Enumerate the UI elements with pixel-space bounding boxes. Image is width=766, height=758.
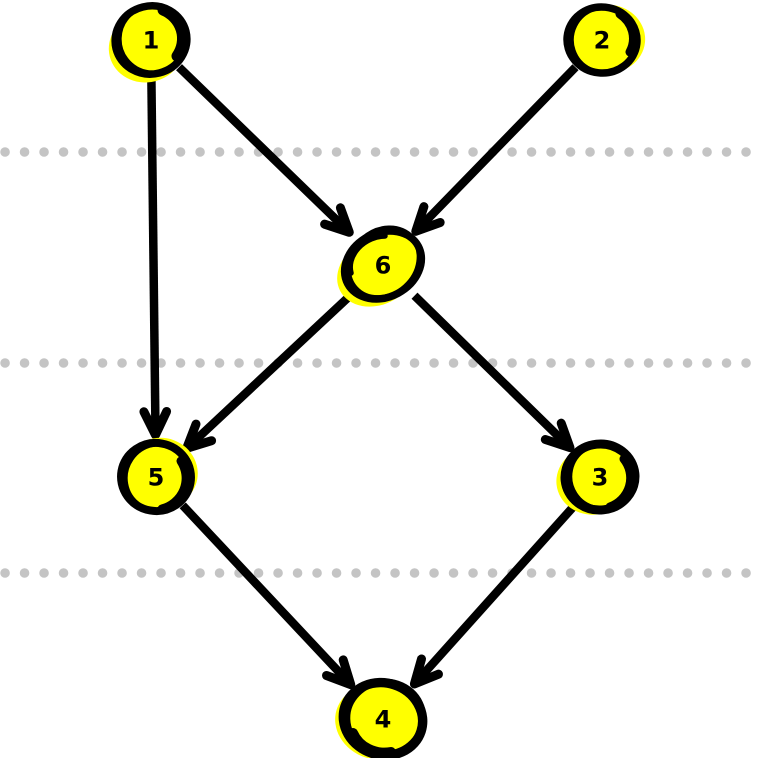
- arrowhead-1-5: [139, 407, 172, 440]
- edge-line-6-5: [185, 291, 354, 450]
- arrowhead-6-3: [540, 418, 575, 453]
- node-2-label: 2: [594, 27, 611, 55]
- edge-line-3-4: [413, 503, 578, 685]
- edge-line-6-3: [411, 292, 571, 449]
- node-2-sketch-stroke: [615, 9, 638, 57]
- edge-2-6: [411, 64, 579, 236]
- node-3-sketch-stroke: [605, 454, 636, 512]
- node-4-label: 4: [375, 706, 392, 734]
- edge-line-1-5: [147, 78, 160, 433]
- node-4-sketch-stroke: [348, 728, 396, 758]
- edge-line-5-4: [179, 502, 352, 686]
- edge-1-6: [176, 64, 354, 237]
- node-5-label: 5: [148, 464, 165, 492]
- node-2: 2: [563, 3, 646, 77]
- node-4: 4: [335, 677, 428, 758]
- arrowhead-1-6: [320, 203, 354, 237]
- edge-6-5: [182, 291, 354, 453]
- node-3: 3: [556, 439, 640, 515]
- node-1-sketch-stroke: [157, 4, 189, 62]
- node-1-label: 1: [143, 27, 160, 55]
- node-6-sketch-stroke: [347, 233, 388, 276]
- arrowhead-3-4: [409, 654, 443, 689]
- node-6-label: 6: [375, 252, 392, 280]
- edge-line-1-6: [176, 64, 351, 234]
- node-1: 1: [108, 2, 191, 83]
- node-6: 6: [337, 225, 426, 307]
- edge-3-4: [409, 503, 578, 689]
- arrowhead-2-6: [411, 202, 445, 236]
- edge-5-4: [179, 502, 356, 690]
- nodes-group: 1 2 6 5 3 4: [108, 2, 646, 758]
- edges-group: [139, 64, 579, 690]
- edge-line-2-6: [414, 64, 579, 233]
- layer-dividers-group: [0, 147, 766, 578]
- edge-6-3: [411, 292, 575, 453]
- arrowhead-5-4: [322, 655, 356, 690]
- edge-1-5: [139, 78, 172, 440]
- node-6-ring2: [345, 225, 422, 301]
- node-5-sketch-stroke: [157, 456, 191, 514]
- node-5: 5: [117, 437, 198, 516]
- node-3-label: 3: [592, 464, 609, 492]
